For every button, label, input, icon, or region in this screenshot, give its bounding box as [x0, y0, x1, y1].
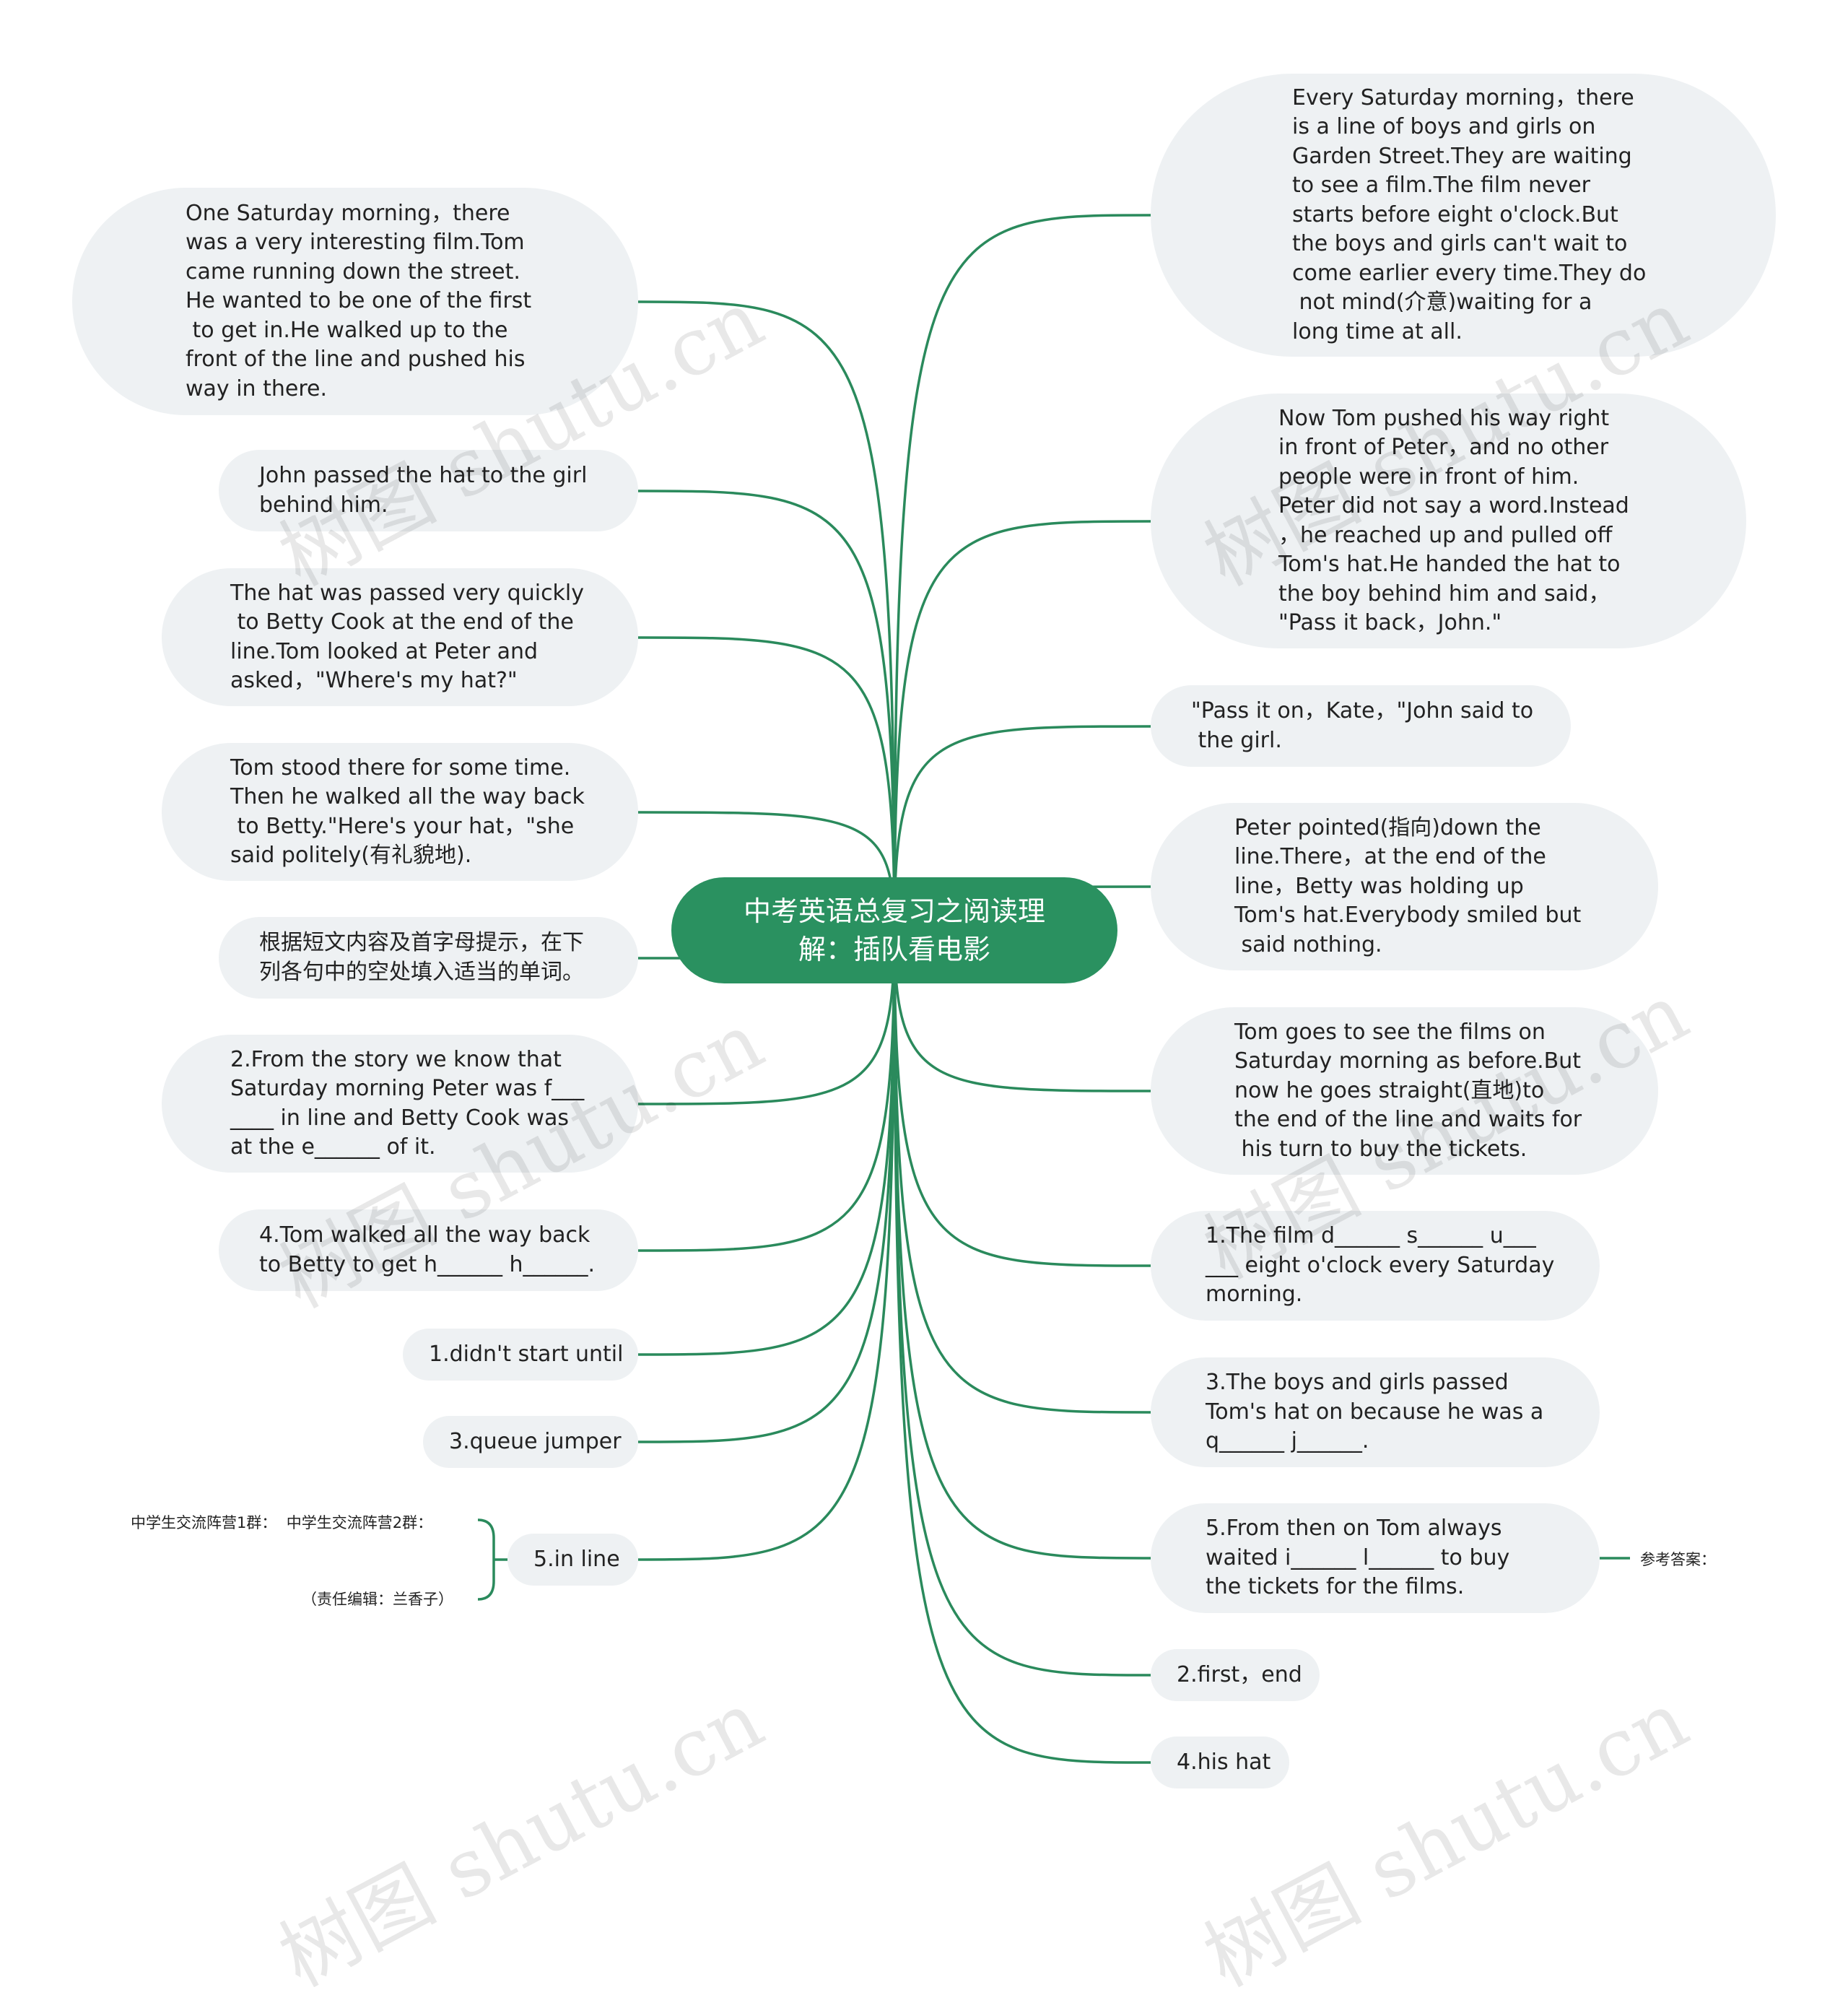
right-node-answer-4[interactable]: 4.his hat: [1151, 1737, 1289, 1788]
left-node-answer-3[interactable]: 3.queue jumper: [423, 1416, 638, 1468]
right-node-pass-it-on[interactable]: "Pass it on，Kate，"John said to the girl.: [1151, 685, 1571, 767]
node-text: 根据短文内容及首字母提示，在下 列各句中的空处填入适当的单词。: [259, 930, 584, 985]
connector-line-right-2: [893, 520, 1151, 931]
left-node-instructions[interactable]: 根据短文内容及首字母提示，在下 列各句中的空处填入适当的单词。: [219, 917, 638, 999]
connector-line-left-3: [637, 636, 896, 931]
node-text: 4.his hat: [1177, 1749, 1271, 1775]
left-node-john-passed-hat[interactable]: John passed the hat to the girl behind h…: [219, 450, 638, 531]
node-text: "Pass it on，Kate，"John said to the girl.: [1191, 698, 1534, 753]
left-node-hat-to-betty[interactable]: The hat was passed very quickly to Betty…: [162, 568, 638, 706]
right-node-saturday-line[interactable]: Every Saturday morning，there is a line o…: [1151, 74, 1776, 357]
connector-line-right-5: [893, 929, 1151, 1092]
connector-line-left-1: [637, 300, 896, 931]
connector-line-right-10: [893, 929, 1151, 1764]
node-text: Tom goes to see the films on Saturday mo…: [1234, 1019, 1582, 1162]
node-text: 5.From then on Tom always waited i______…: [1206, 1516, 1510, 1600]
connector-line-right-8: [893, 929, 1151, 1560]
connector-bracket: [477, 1518, 495, 1601]
node-text: Tom stood there for some time. Then he w…: [230, 755, 585, 869]
node-text: Every Saturday morning，there is a line o…: [1292, 84, 1647, 344]
leaf-reference-answers: 参考答案：: [1640, 1551, 1716, 1568]
right-node-question-5[interactable]: 5.From then on Tom always waited i______…: [1151, 1503, 1600, 1613]
leaf-editor: （责任编辑：兰香子）: [302, 1591, 453, 1608]
node-text: Now Tom pushed his way right in front of…: [1278, 405, 1629, 636]
left-node-answer-5[interactable]: 5.in line: [507, 1534, 638, 1586]
node-text: The hat was passed very quickly to Betty…: [230, 580, 585, 694]
connector-line-left-8: [637, 929, 896, 1356]
node-text: 5.in line: [533, 1546, 620, 1572]
node-text: John passed the hat to the girl behind h…: [259, 463, 588, 518]
node-text: 2.first，end: [1177, 1661, 1302, 1687]
connector-line-left-6: [637, 929, 896, 1105]
left-node-answer-1[interactable]: 1.didn't start until: [403, 1329, 638, 1381]
leaf-study-groups: 中学生交流阵营1群： 中学生交流阵营2群：: [131, 1514, 433, 1531]
right-node-question-1[interactable]: 1.The film d______ s______ u___ ___ eigh…: [1151, 1211, 1600, 1321]
connector-line-right-1: [893, 214, 1151, 931]
right-node-peter-pulled-hat[interactable]: Now Tom pushed his way right in front of…: [1151, 394, 1746, 648]
connector-line-right-9: [893, 929, 1151, 1677]
right-node-answer-2[interactable]: 2.first，end: [1151, 1649, 1320, 1701]
node-text: 1.didn't start until: [429, 1341, 624, 1367]
node-text: One Saturday morning，there was a very in…: [186, 200, 532, 401]
node-text: Peter pointed(指向)down the line.There，at …: [1234, 814, 1582, 957]
connector-line-left-2: [637, 490, 896, 931]
node-text: 1.The film d______ s______ u___ ___ eigh…: [1206, 1223, 1555, 1308]
left-node-question-2[interactable]: 2.From the story we know that Saturday m…: [162, 1035, 638, 1173]
node-text: 3.The boys and girls passed Tom's hat on…: [1206, 1370, 1544, 1454]
left-node-tom-walked-back[interactable]: Tom stood there for some time. Then he w…: [162, 743, 638, 881]
node-text: 3.queue jumper: [449, 1428, 622, 1454]
connector-line-left-9: [637, 929, 896, 1443]
connector-line-right-6: [893, 929, 1151, 1267]
right-node-question-3[interactable]: 3.The boys and girls passed Tom's hat on…: [1151, 1357, 1600, 1467]
node-text: 4.Tom walked all the way back to Betty t…: [259, 1222, 596, 1277]
connector-line-left-10: [637, 929, 896, 1561]
connector-line-right-3: [893, 725, 1151, 931]
root-topic[interactable]: 中考英语总复习之阅读理 解：插队看电影: [671, 877, 1117, 983]
left-node-question-4[interactable]: 4.Tom walked all the way back to Betty t…: [219, 1209, 638, 1291]
left-node-story-start[interactable]: One Saturday morning，there was a very in…: [72, 188, 638, 415]
right-node-tom-goes-now[interactable]: Tom goes to see the films on Saturday mo…: [1151, 1007, 1658, 1175]
right-node-peter-pointed[interactable]: Peter pointed(指向)down the line.There，at …: [1151, 803, 1658, 970]
connector-line-right-7: [893, 929, 1151, 1414]
node-text: 2.From the story we know that Saturday m…: [230, 1046, 585, 1160]
root-title: 中考英语总复习之阅读理 解：插队看电影: [743, 895, 1045, 965]
